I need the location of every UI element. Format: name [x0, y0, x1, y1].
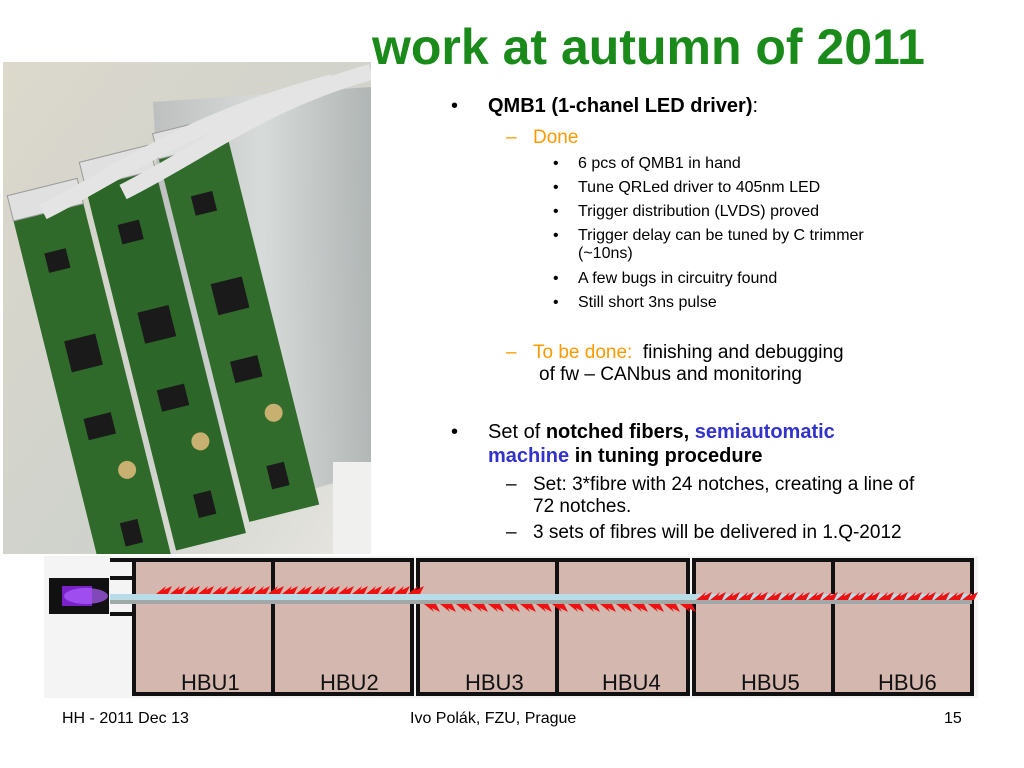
notch-mark — [352, 586, 368, 594]
hbu-label-5: HBU5 — [741, 670, 800, 695]
bullet-dot-icon: • — [451, 421, 459, 443]
footer-left: HH - 2011 Dec 13 — [62, 710, 189, 727]
notch-mark — [864, 592, 880, 600]
qmb1-heading: QMB1 (1-chanel LED driver) — [488, 95, 753, 117]
todo-text-line2: of fw – CANbus and monitoring — [539, 364, 802, 385]
notch-mark — [780, 592, 796, 600]
notch-mark — [366, 586, 382, 594]
notch-mark — [254, 586, 270, 594]
hbu-label-2: HBU2 — [320, 670, 379, 695]
notch-mark — [822, 592, 838, 600]
notch-mark — [962, 592, 978, 600]
notch-mark — [616, 604, 632, 612]
notch-mark — [240, 586, 256, 594]
notch-mark — [600, 604, 616, 612]
todo-label: To be done: — [533, 342, 633, 363]
notch-mark — [794, 592, 810, 600]
hbu-fibre-diagram: HBU1 HBU2 HBU3 HBU4 HBU5 HBU6 — [44, 556, 978, 698]
notch-mark — [408, 586, 424, 594]
slide-title: work at autumn of 2011 — [372, 19, 925, 75]
notch-mark — [584, 604, 600, 612]
list-item: •6 pcs of QMB1 in hand — [553, 155, 741, 172]
notch-mark — [282, 586, 298, 594]
done-label: Done — [533, 127, 579, 148]
notch-mark — [568, 604, 584, 612]
notch-mark — [934, 592, 950, 600]
notch-mark — [632, 604, 648, 612]
fibers-blue-2: machine — [488, 445, 570, 467]
fibers-blue-1: semiautomatic — [694, 421, 835, 443]
notch-mark — [380, 586, 396, 594]
notch-mark — [268, 586, 284, 594]
notch-mark — [198, 586, 214, 594]
qmb1-colon: : — [752, 95, 759, 117]
subbullet-todo: – To be done: finishing and debugging of… — [506, 342, 844, 385]
notch-mark — [878, 592, 894, 600]
notch-mark — [394, 586, 410, 594]
hbu-label-3: HBU3 — [465, 670, 524, 695]
notch-mark — [440, 604, 456, 612]
notch-mark — [680, 604, 696, 612]
notch-mark — [892, 592, 908, 600]
hbu-label-6: HBU6 — [878, 670, 937, 695]
list-item: •Still short 3ns pulse — [553, 294, 717, 311]
notch-mark — [948, 592, 964, 600]
list-item: •A few bugs in circuitry found — [553, 270, 778, 287]
notch-mark — [710, 592, 726, 600]
notch-mark — [752, 592, 768, 600]
notch-mark — [906, 592, 922, 600]
notch-mark — [850, 592, 866, 600]
todo-text-line1: finishing and debugging — [642, 342, 844, 363]
notch-mark — [920, 592, 936, 600]
notch-mark — [338, 586, 354, 594]
notch-mark — [226, 586, 242, 594]
notch-mark — [324, 586, 340, 594]
notch-mark — [648, 604, 664, 612]
notch-mark — [808, 592, 824, 600]
notch-mark — [310, 586, 326, 594]
notch-mark — [552, 604, 568, 612]
notch-mark — [212, 586, 228, 594]
pcb-boards-photo — [3, 62, 371, 554]
notch-mark — [738, 592, 754, 600]
notch-mark — [536, 604, 552, 612]
notch-mark — [156, 586, 172, 594]
notch-mark — [170, 586, 186, 594]
notch-mark — [724, 592, 740, 600]
list-item-continuation: (~10ns) — [578, 245, 633, 262]
notch-mark — [488, 604, 504, 612]
notch-mark — [184, 586, 200, 594]
footer-center: Ivo Polák, FZU, Prague — [410, 710, 577, 727]
fibers-bold: notched fibers, — [545, 421, 690, 443]
subbullet-done: – Done — [506, 127, 579, 148]
subbullet-set: – Set: 3*fibre with 24 notches, creating… — [506, 474, 915, 517]
page-number: 15 — [944, 710, 962, 727]
list-item: •Tune QRLed driver to 405nm LED — [553, 179, 821, 196]
notch-mark — [424, 604, 440, 612]
bullet-dot-icon: • — [451, 95, 459, 117]
hbu-label-1: HBU1 — [181, 670, 240, 695]
list-item: •Trigger distribution (LVDS) proved — [553, 203, 819, 220]
list-item: •Trigger delay can be tuned by C trimmer — [553, 227, 864, 244]
notch-mark — [472, 604, 488, 612]
hbu-label-4: HBU4 — [602, 670, 661, 695]
notch-mark — [456, 604, 472, 612]
notch-mark — [664, 604, 680, 612]
notch-mark — [504, 604, 520, 612]
notch-mark — [696, 592, 712, 600]
notch-mark — [836, 592, 852, 600]
notch-mark — [766, 592, 782, 600]
notch-mark — [520, 604, 536, 612]
notch-mark — [296, 586, 312, 594]
subbullet-sets: – 3 sets of fibres will be delivered in … — [506, 522, 902, 543]
